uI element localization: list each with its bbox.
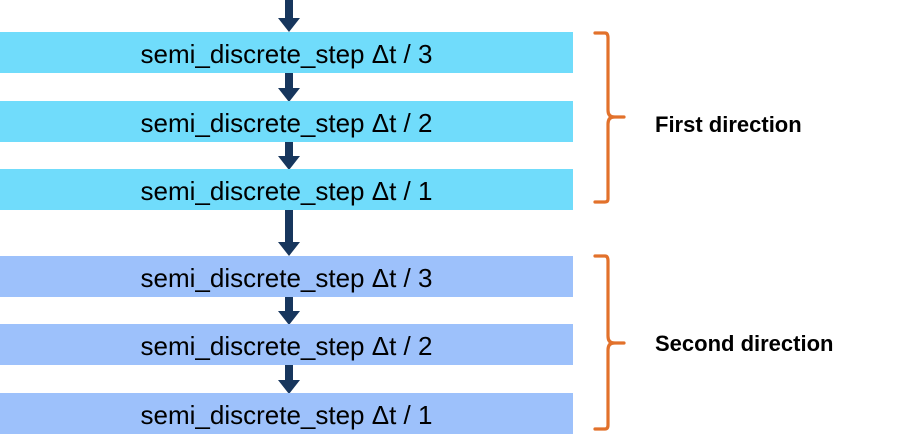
arrow-shaft [285,210,293,242]
arrow-head [278,18,300,32]
arrow-shaft [285,142,293,156]
arrow-shaft [285,73,293,88]
arrow-down-icon-first-1-to-2 [278,73,300,102]
arrow-down-icon-into-first-step [278,0,300,32]
step-bar-label: semi_discrete_step Δt / 2 [140,107,433,138]
step-bar-first-2[interactable]: semi_discrete_step Δt / 2 [0,101,573,142]
arrow-shaft [285,0,293,18]
step-bar-first-1[interactable]: semi_discrete_step Δt / 3 [0,32,573,73]
curly-brace-icon-first-direction [592,30,626,205]
arrow-down-icon-second-1-to-2 [278,297,300,325]
arrow-down-icon-second-2-to-3 [278,365,300,394]
arrow-head [278,242,300,256]
group-label-second-direction: Second direction [655,331,834,356]
step-bar-second-2[interactable]: semi_discrete_step Δt / 2 [0,324,573,365]
step-bar-second-3[interactable]: semi_discrete_step Δt / 1 [0,393,573,434]
arrow-head [278,88,300,102]
arrow-down-icon-first-2-to-3 [278,142,300,170]
curly-brace-icon-second-direction [592,253,626,433]
step-bar-label: semi_discrete_step Δt / 2 [140,330,433,361]
step-bar-label: semi_discrete_step Δt / 1 [140,399,433,430]
arrow-shaft [285,365,293,380]
step-bar-label: semi_discrete_step Δt / 3 [140,262,433,293]
arrow-shaft [285,297,293,311]
group-label-first-direction: First direction [655,112,802,137]
arrow-head [278,380,300,394]
step-bar-label: semi_discrete_step Δt / 3 [140,38,433,69]
step-bar-first-3[interactable]: semi_discrete_step Δt / 1 [0,169,573,210]
step-bar-label: semi_discrete_step Δt / 1 [140,175,433,206]
arrow-head [278,311,300,325]
step-bar-second-1[interactable]: semi_discrete_step Δt / 3 [0,256,573,297]
arrow-down-icon-first-group-to-second-group [278,210,300,256]
arrow-head [278,156,300,170]
